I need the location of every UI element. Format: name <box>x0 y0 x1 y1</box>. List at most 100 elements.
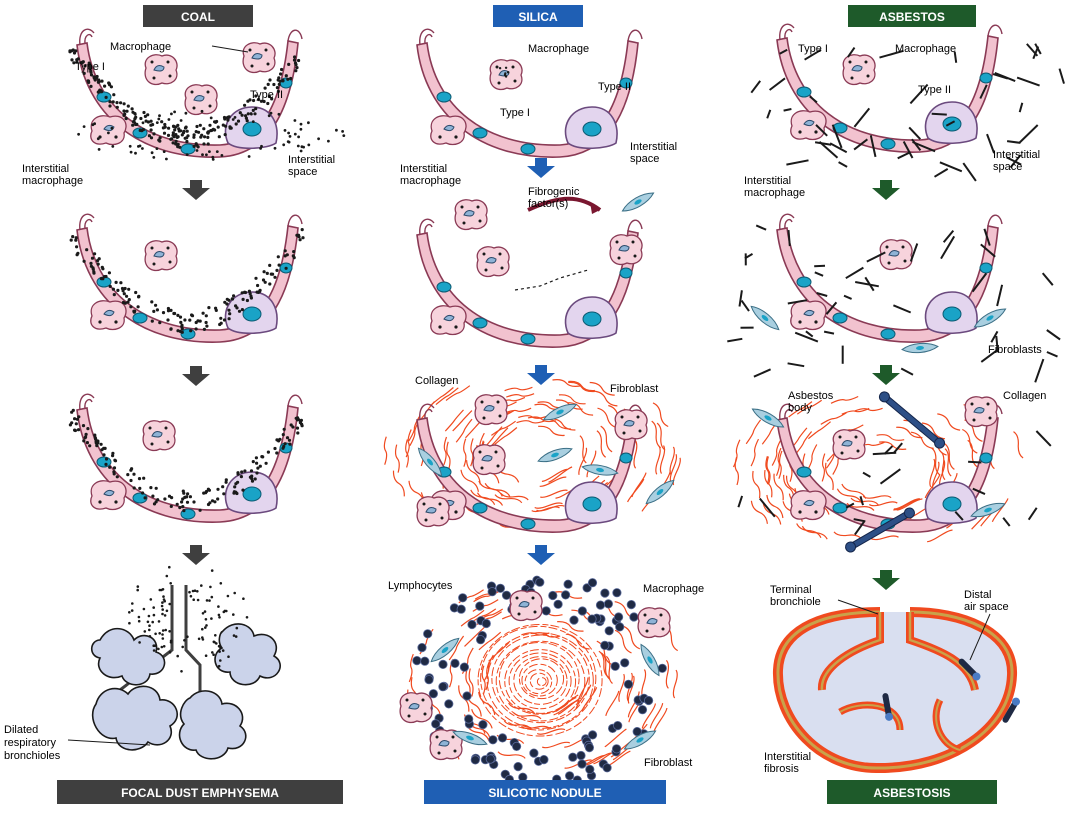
dust-particle <box>103 85 106 88</box>
silica-footer: SILICOTIC NODULE <box>488 786 601 800</box>
dust-particle <box>71 235 74 238</box>
particle <box>134 113 137 116</box>
dust-particle <box>167 127 170 130</box>
nodule-collagen-ring <box>537 678 546 686</box>
lymphocyte <box>588 579 596 587</box>
dust-particle <box>160 120 163 123</box>
dust-particle <box>133 486 136 489</box>
dust-particle <box>156 498 159 501</box>
lymphocyte <box>489 736 497 744</box>
particle <box>226 116 229 119</box>
dust-particle <box>131 124 134 127</box>
dust-particle <box>139 129 142 132</box>
lymphocyte <box>471 756 479 764</box>
dust-particle <box>181 505 184 508</box>
asbestos-fiber <box>935 169 948 177</box>
dust-particle <box>127 105 130 108</box>
dust-particle <box>77 428 80 431</box>
particle <box>162 588 165 591</box>
particle <box>201 628 204 631</box>
dust-particle <box>295 66 298 69</box>
dust-particle <box>208 489 211 492</box>
dust-particle <box>299 238 302 241</box>
dust-particle <box>108 82 111 85</box>
dust-particle <box>247 112 250 115</box>
asbestos-fiber <box>789 230 790 246</box>
asbestos-fiber <box>1043 273 1053 285</box>
particle <box>166 610 169 613</box>
dust-particle <box>86 441 89 444</box>
particle <box>180 670 183 673</box>
asbestos-body-label-1: Asbestos <box>788 390 834 402</box>
lymphocyte <box>463 692 471 700</box>
particle <box>148 624 151 627</box>
dust-particle <box>195 321 198 324</box>
dust-particle <box>225 302 228 305</box>
coal-arrow-1 <box>182 180 210 200</box>
dust-particle <box>291 425 294 428</box>
dust-particle <box>223 318 226 321</box>
particle <box>128 611 131 614</box>
dust-particle <box>99 89 102 92</box>
dust-particle <box>231 297 234 300</box>
asbestos-fiber <box>756 225 766 229</box>
dust-particle <box>172 131 175 134</box>
dust-particle <box>152 132 155 135</box>
dust-particle <box>208 124 211 127</box>
dust-particle <box>142 111 145 114</box>
dust-particle <box>112 288 115 291</box>
lymphocyte <box>465 715 473 723</box>
dust-particle <box>104 463 107 466</box>
silica-lymphocytes-label: Lymphocytes <box>388 580 453 592</box>
particle <box>217 605 220 608</box>
asbestos-fiber <box>815 272 823 276</box>
particle <box>205 624 208 627</box>
collagen-fiber <box>802 526 827 539</box>
lymphocyte <box>445 700 453 708</box>
silica-macrophage-bottom-label: Macrophage <box>643 583 704 595</box>
dust-particle <box>100 448 103 451</box>
particle <box>208 599 211 602</box>
coal-column: Macrophage Type I Type II Interstitial m… <box>4 29 345 762</box>
dust-particle <box>277 255 280 258</box>
dust-particle <box>241 489 244 492</box>
asbestos-fiber <box>940 162 962 171</box>
dust-particle <box>122 289 125 292</box>
dust-particle <box>182 509 185 512</box>
nodule-collagen-ring <box>492 635 589 723</box>
particle <box>173 111 176 114</box>
dust-particle <box>87 79 90 82</box>
collagen-fiber <box>673 458 680 485</box>
dust-particle <box>134 291 137 294</box>
asbestos-footer: ASBESTOSIS <box>873 786 950 800</box>
lymphocyte <box>564 580 572 588</box>
dust-particle <box>169 138 172 141</box>
dust-particle <box>195 125 198 128</box>
lymphocyte <box>658 664 666 672</box>
dust-particle <box>177 135 180 138</box>
particle <box>219 646 222 649</box>
particle <box>152 156 155 159</box>
collagen-fiber <box>666 660 668 688</box>
dust-particle <box>186 501 189 504</box>
dust-particle <box>272 83 275 86</box>
particle <box>210 117 213 120</box>
dust-particle <box>278 83 281 86</box>
dust-particle <box>109 285 112 288</box>
lymphocyte <box>601 641 609 649</box>
particle <box>157 118 160 121</box>
dust-particle <box>273 276 276 279</box>
dust-particle <box>93 252 96 255</box>
collagen-fiber <box>944 443 954 469</box>
particle <box>164 629 167 632</box>
particle <box>138 616 141 619</box>
collagen-fiber <box>619 674 624 702</box>
collagen-fiber <box>821 413 847 425</box>
dust-particle <box>205 325 208 328</box>
dust-particle <box>167 307 170 310</box>
dust-particle <box>88 444 91 447</box>
silica-interstitial-space-label-2: space <box>630 153 659 165</box>
particle <box>111 145 114 148</box>
dust-particle <box>266 102 269 105</box>
lymphocyte <box>603 764 611 772</box>
